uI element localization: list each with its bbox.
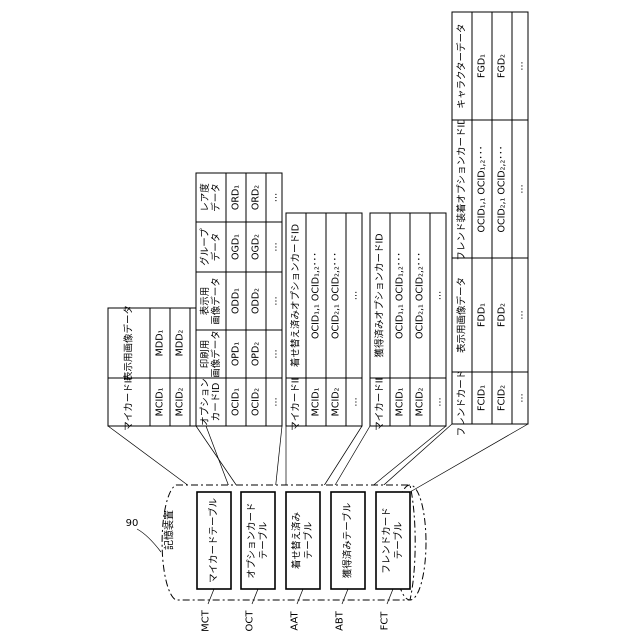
table-header-cell: 画像データ: [210, 330, 222, 378]
module-box-abt: 獲得済みテーブル: [331, 492, 365, 589]
table-cell: …: [349, 397, 360, 407]
table-cell: OPD₁: [231, 342, 242, 367]
table-cell: FCID₁: [477, 385, 488, 411]
table-header-cell: マイカードID: [375, 373, 386, 431]
table-cell: …: [269, 242, 280, 252]
table-header-cell: 表示用画像データ: [123, 305, 135, 381]
table-cell: …: [515, 184, 526, 194]
table-cell: MCID₁: [395, 387, 406, 416]
table-cell: OCID₁,₁ OCID₁,₂･･･: [477, 146, 488, 233]
table-cell: FDD₂: [497, 303, 508, 327]
table-cell: …: [515, 310, 526, 320]
table-header-cell: レア度: [199, 183, 211, 212]
table-cell: MDD₁: [155, 329, 166, 356]
table-cell: ODD₂: [251, 288, 262, 314]
table-mct: マイカードIDMCID₁MCID₂…表示用画像データMDD₁MDD₂…: [108, 305, 206, 431]
table-header-cell: 印刷用: [199, 340, 211, 369]
table-cell: …: [433, 291, 444, 301]
table-cell: MCID₁: [311, 387, 322, 416]
table-cell: OCID₂,₁ OCID₂,₂･･･: [415, 252, 426, 339]
table-header-cell: 獲得済みオプションカードID: [374, 233, 386, 357]
table-header-cell: 着せ替え済みオプションカードID: [290, 224, 302, 367]
table-cell: ORD₂: [251, 185, 262, 210]
module-label: フレンドカード: [382, 507, 393, 574]
module-box-mct: マイカードテーブル: [197, 492, 231, 589]
table-aat: マイカードID MCID₁ MCID₂ … 着せ替え済みオプションカードID OCID₁,…: [286, 213, 362, 431]
table-header-cell: データ: [210, 233, 222, 262]
table-cell: OPD₂: [251, 342, 262, 367]
table-cell: …: [269, 349, 280, 359]
table-header-cell: フレンド装着オプションカードID: [456, 117, 468, 260]
table-header-cell: 表示用: [199, 287, 211, 316]
table-header-cell: 表示用画像データ: [456, 277, 468, 353]
table-header-cell: 画像データ: [210, 277, 222, 325]
table-cell: OGD₂: [251, 234, 262, 260]
module-label: テーブル: [393, 521, 405, 559]
table-cell: OCID₁,₁ OCID₁,₂･･･: [395, 252, 406, 339]
table-cell: OCID₂,₁ OCID₂,₂･･･: [331, 252, 342, 339]
table-cell: ORD₁: [231, 185, 242, 210]
table-fct: フレンドカードIDFCID₁FCID₂…表示用画像データFDD₁FDD₂…フレン…: [452, 12, 528, 436]
module-label: オプションカード: [247, 502, 258, 578]
module-ref-label: AAT: [290, 610, 301, 630]
table-cell: …: [269, 397, 280, 407]
table-header-cell: マイカードID: [291, 373, 302, 431]
table-cell: …: [349, 291, 360, 301]
module-ref-label: OCT: [245, 610, 256, 632]
table-cell: ODD₁: [231, 288, 242, 314]
table-cell: …: [269, 296, 280, 306]
device-ref-number: 90: [126, 518, 139, 529]
table-header-cell: カードID: [211, 383, 222, 422]
table-header-cell: キャラクターデータ: [456, 23, 468, 108]
table-cell: …: [515, 393, 526, 403]
table-header-cell: グループ: [199, 228, 211, 266]
table-cell: OCID₁: [231, 388, 242, 416]
table-cell: FCID₂: [497, 385, 508, 411]
table-cell: …: [269, 193, 280, 203]
module-box-aat: 着せ替え済みテーブル: [286, 492, 320, 589]
table-cell: OGD₁: [231, 234, 242, 260]
module-box-fct: フレンドカードテーブル: [376, 492, 410, 589]
module-label: マイカードテーブル: [208, 498, 220, 583]
module-label: テーブル: [258, 521, 270, 559]
table-cell: OCID₂: [251, 388, 262, 416]
module-label: テーブル: [303, 521, 315, 559]
module-ref-label: FCT: [380, 611, 391, 631]
table-cell: MCID₂: [175, 387, 186, 416]
table-header-cell: データ: [210, 183, 222, 212]
module-box-oct: オプションカードテーブル: [241, 492, 275, 589]
table-cell: …: [433, 397, 444, 407]
table-cell: MCID₂: [331, 387, 342, 416]
table-cell: OCID₂,₁ OCID₂,₂･･･: [497, 146, 508, 233]
module-label: 獲得済みテーブル: [342, 502, 354, 578]
table-cell: FGD₁: [477, 54, 488, 78]
module-ref-label: MCT: [201, 609, 212, 632]
module-label: 着せ替え済み: [291, 512, 303, 569]
device-title: 記憶装置: [163, 510, 176, 550]
module-ref-label: ABT: [335, 610, 346, 631]
table-cell: FDD₁: [477, 303, 488, 327]
table-cell: MCID₂: [415, 387, 426, 416]
table-cell: MDD₂: [175, 329, 186, 356]
table-cell: …: [515, 61, 526, 71]
table-oct: オプションカードIDOCID₁OCID₂…印刷用画像データOPD₁OPD₂…表示…: [196, 173, 282, 426]
table-abt: マイカードID MCID₁ MCID₂ … 獲得済みオプションカードID OCID₁,₁ …: [370, 213, 446, 431]
table-cell: FGD₂: [497, 54, 508, 78]
table-cell: OCID₁,₁ OCID₁,₂･･･: [311, 252, 322, 339]
table-cell: MCID₁: [155, 387, 166, 416]
table-header-cell: オプション: [200, 378, 211, 426]
